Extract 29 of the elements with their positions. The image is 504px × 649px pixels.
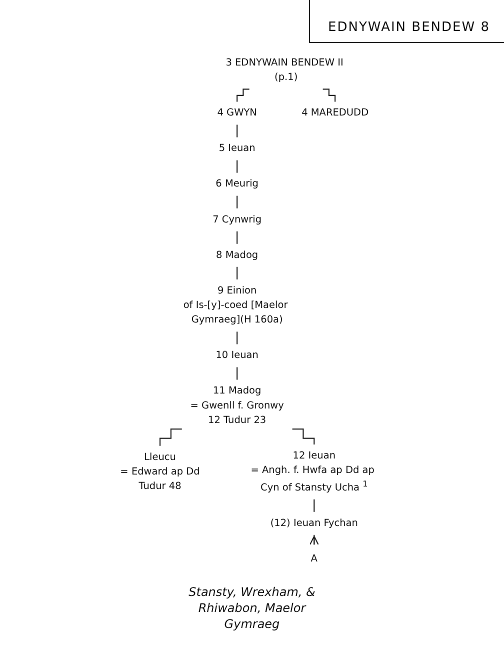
person-entry: 12 Ieuan = Angh. f. Hwfa ap Dd ap Cyn of Stansty Ucha $^{1}$	[250, 450, 374, 494]
person-entry: 4 GWYN	[217, 107, 257, 118]
descent-line	[236, 331, 238, 345]
descent-line	[236, 124, 238, 138]
person-entry: 11 Madog = Gwenll f. Gronwy 12 Tudur 23	[190, 385, 284, 426]
descent-line	[236, 160, 238, 174]
descent-line	[322, 88, 336, 102]
person-entry: 7 Cynwrig	[212, 214, 262, 226]
person-entry: 6 Meurig	[216, 178, 258, 190]
person-entry: Lleucu = Edward ap Dd Tudur 48	[120, 451, 200, 492]
descent-arrow	[309, 534, 319, 546]
person-entry: (12) Ieuan Fychan	[270, 517, 358, 529]
descent-line	[236, 230, 238, 244]
person-entry: 5 Ieuan	[218, 142, 256, 154]
person-entry: 8 Madog	[216, 249, 258, 261]
person-entry: 3 EDNYWAIN BENDEW II (p.1)	[226, 57, 344, 83]
descent-line	[236, 266, 238, 280]
page-title: EDNYWAIN BENDEW 8	[309, 0, 504, 43]
descent-line	[236, 88, 250, 102]
descent-line	[236, 366, 238, 380]
descent-line	[159, 428, 182, 446]
descent-line	[292, 428, 315, 446]
person-entry: 9 Einion of Is-[y]-coed [Maelor Gymraeg](H 160a)	[183, 285, 288, 326]
descent-line	[236, 195, 238, 209]
person-entry: A	[310, 553, 318, 564]
descent-line	[314, 498, 315, 512]
place-note: Stansty, Wrexham, & Rhiwabon, Maelor Gymraeg	[188, 584, 316, 632]
person-entry: 10 Ieuan	[216, 350, 258, 361]
person-entry: 4 MAREDUDD	[302, 107, 369, 118]
